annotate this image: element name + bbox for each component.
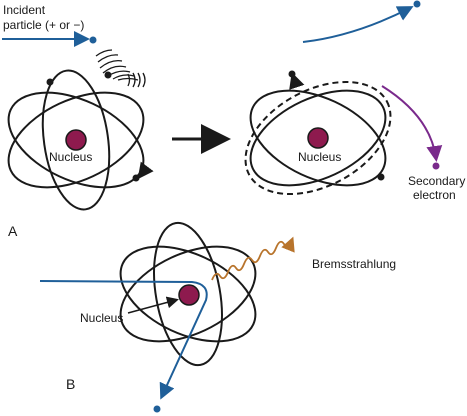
- panel-label-a: A: [8, 223, 18, 239]
- nucleus-pointer-arrow: [127, 296, 179, 314]
- atom-b: [119, 221, 257, 367]
- bremsstrahlung-label: Bremsstrahlung: [312, 257, 396, 271]
- vacant-orbit: [244, 80, 392, 196]
- orbit: [153, 221, 223, 367]
- secondary-electron: [432, 162, 440, 170]
- secondary-label-line2: electron: [413, 188, 456, 202]
- orbit: [249, 89, 387, 187]
- panel-label-b: B: [66, 376, 75, 392]
- orbit: [41, 69, 111, 211]
- atom-a-before: [7, 69, 154, 211]
- deflected-particle-path: [39, 280, 208, 400]
- orbit-direction-arrow: [137, 161, 154, 180]
- bremsstrahlung-wave: [211, 236, 295, 281]
- deflected-particle: [153, 405, 161, 413]
- incident-label-line1: Incident: [3, 3, 46, 17]
- orbit-direction-arrow: [289, 72, 305, 90]
- nucleus: [178, 284, 200, 306]
- incident-particle: [89, 36, 97, 44]
- electron: [288, 70, 296, 78]
- nucleus: [65, 129, 87, 151]
- secondary-label-line1: Secondary: [408, 174, 465, 188]
- orbit: [249, 89, 387, 187]
- nucleus-label-a: Nucleus: [49, 150, 92, 164]
- atom-a-after: [244, 70, 392, 196]
- nucleus-label-c: Nucleus: [80, 311, 123, 325]
- orbit: [119, 245, 257, 343]
- scattered-particle-path: [302, 6, 414, 43]
- scattered-particle: [413, 0, 421, 8]
- nucleus: [307, 127, 329, 149]
- electron: [104, 71, 112, 79]
- electron: [132, 174, 140, 182]
- orbit: [7, 91, 145, 189]
- electron: [377, 173, 385, 181]
- secondary-electron-path: [381, 85, 443, 162]
- interaction-field-waves: [95, 49, 146, 88]
- incident-label-line2: particle (+ or −): [3, 18, 84, 32]
- nucleus-label-b: Nucleus: [298, 150, 341, 164]
- electron: [46, 78, 54, 86]
- orbit: [119, 245, 257, 343]
